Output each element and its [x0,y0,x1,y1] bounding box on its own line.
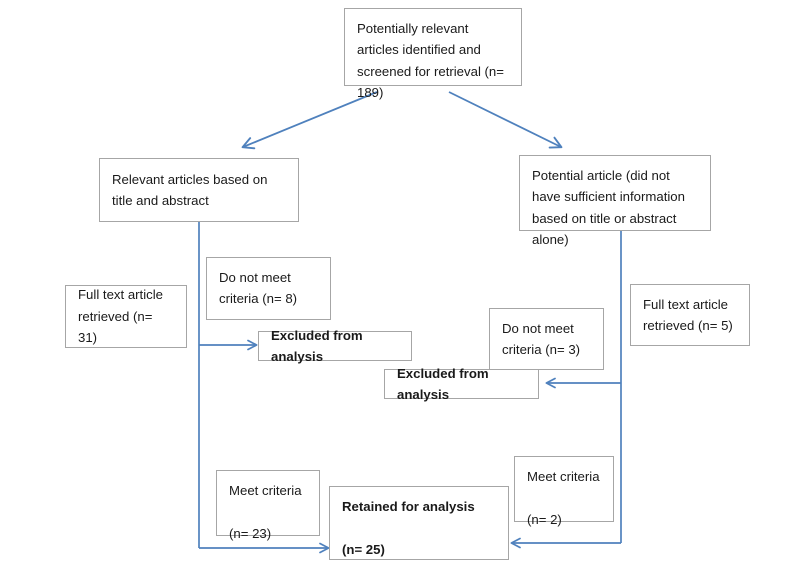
node-relevant-by-title-abstract: Relevant articles based on title and abs… [99,158,299,222]
node-potential-insufficient-info: Potential article (did not have sufficie… [519,155,711,247]
node-retained-for-analysis: Retained for analysis (n= 25) [329,486,509,560]
node-not-meet-criteria-right: Do not meet criteria (n= 3) [489,308,604,370]
node-meet-criteria-left: Meet criteria (n= 23) [216,470,320,541]
node-meet-criteria-right: Meet criteria (n= 2) [514,456,614,527]
node-full-text-retrieved-right: Full text article retrieved (n= 5) [630,284,750,346]
connector-screened-to-potential [448,91,563,149]
node-excluded-from-analysis-right: Excluded from analysis [384,366,539,402]
connector-screened-to-relevant [241,91,378,150]
node-articles-screened: Potentially relevant articles identified… [344,8,522,100]
node-not-meet-criteria-left: Do not meet criteria (n= 8) [206,257,331,320]
node-excluded-from-analysis-left: Excluded from analysis [258,328,412,364]
node-full-text-retrieved-left: Full text article retrieved (n= 31) [65,285,187,348]
